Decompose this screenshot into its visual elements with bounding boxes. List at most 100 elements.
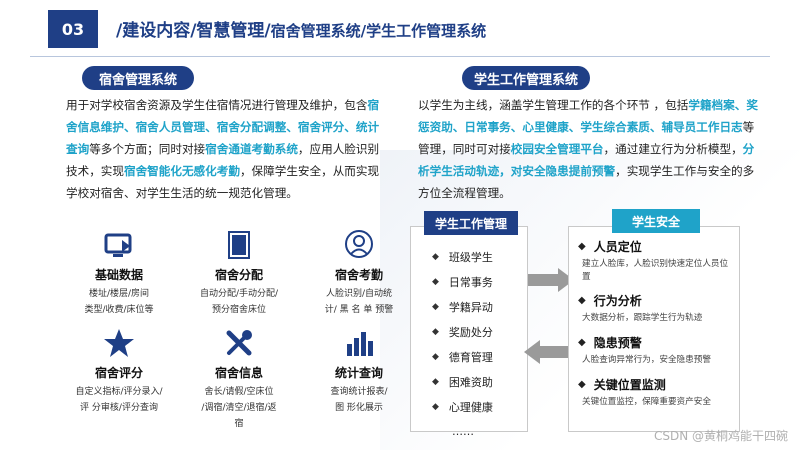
diamond-bullet-icon: ◆	[578, 337, 586, 348]
safety-section-title-row: ◆ 关键位置监测	[578, 376, 736, 393]
feature-card: 宿舍信息舍长/请假/空床位/调宿/清空/退宿/返宿	[180, 324, 298, 432]
highlighted-text: 分析学生活动轨迹，对安全隐患提前预警	[418, 142, 755, 178]
feature-title: 统计查询	[334, 366, 383, 380]
feature-card: 宿舍分配自动分配/手动分配/预分宿舍床位	[180, 226, 298, 318]
arrow-right-icon	[528, 268, 574, 292]
list-more-ellipsis: ……	[452, 425, 474, 438]
dorm-system-description: 用于对学校宿舍资源及学生住宿情况进行管理及维护，包含宿舍信息维护、宿舍人员管理、…	[66, 94, 386, 204]
feature-description: 查询统计报表/图 形化展示	[300, 384, 418, 416]
feature-description: 舍长/请假/空床位/调宿/清空/退宿/返宿	[180, 384, 298, 432]
safety-section: ◆ 隐患预警人脸查询异常行为，安全隐患预警	[578, 334, 736, 367]
feature-description: 楼址/楼层/房间类型/收费/床位等	[60, 286, 178, 318]
feature-description: 自动分配/手动分配/预分宿舍床位	[180, 286, 298, 318]
title-sub: 宿舍管理系统/学生工作管理系统	[270, 22, 487, 40]
feature-card: 宿舍评分自定义指标/评分录入/评 分审核/评分查询	[60, 324, 178, 416]
feature-description: 自定义指标/评分录入/评 分审核/评分查询	[60, 384, 178, 416]
feature-description-line: 预分宿舍床位	[211, 305, 266, 315]
diamond-bullet-icon: ◆	[432, 276, 439, 287]
section-number-badge: 03	[48, 10, 98, 48]
watermark: CSDN @黄桐鸡能干四碗	[653, 429, 788, 443]
diamond-bullet-icon: ◆	[578, 379, 586, 390]
feature-description-line: 人脸识别/自动统	[325, 289, 393, 299]
list-item-label: 日常事务	[448, 275, 493, 289]
safety-section-title-row: ◆人员定位	[578, 238, 736, 255]
arrow-left-icon	[524, 340, 570, 364]
highlighted-text: 宿舍智能化无感化考勤	[123, 164, 240, 178]
feature-title: 宿舍信息	[214, 366, 263, 380]
list-item: ◆ 奖励处分	[432, 319, 532, 344]
feature-description: 人脸识别/自动统计/ 黑 名 单 预警	[300, 286, 418, 318]
dorm-system-pill: 宿舍管理系统	[82, 66, 194, 90]
bar-chart-icon	[300, 324, 418, 358]
list-item: ◆ 心理健康	[432, 394, 532, 419]
student-work-list: ◆班级学生 ◆ 日常事务 ◆ 学籍异动 ◆ 奖励处分 ◆ 德育管理 ◆困难资助 ◆ 心理健康 ……	[432, 244, 532, 444]
safety-section-title: 人员定位	[593, 240, 642, 254]
feature-description-line: 宿	[234, 419, 244, 429]
diamond-bullet-icon: ◆	[432, 301, 439, 312]
safety-section: ◆人员定位建立人脸库，人脸识别快速定位人员位置	[578, 238, 736, 284]
feature-description-line: 自动分配/手动分配/	[199, 289, 279, 299]
safety-section: ◆ 关键位置监测关键位置监控，保障重要资产安全	[578, 376, 736, 409]
diamond-bullet-icon: ◆	[432, 351, 439, 362]
safety-section-title: 行为分析	[593, 294, 642, 308]
feature-card: 基础数据楼址/楼层/房间类型/收费/床位等	[60, 226, 178, 318]
list-item-label: 奖励处分	[448, 325, 493, 339]
safety-section-description: 建立人脸库，人脸识别快速定位人员位置	[582, 259, 729, 282]
header-divider	[30, 56, 770, 57]
diamond-bullet-icon: ◆	[578, 295, 586, 306]
feature-description-line: /调宿/清空/退宿/返	[201, 403, 277, 413]
feature-description-line: 自定义指标/评分录入/	[75, 387, 163, 397]
list-item-label: 心理健康	[448, 400, 493, 414]
paragraph-text: ，保障学生安全，从而实现学校对宿舍、对学生生活的统一规范化管理。	[66, 164, 380, 200]
paragraph-text: ，实现学生工作与安全的多方位全流程管理。	[418, 164, 755, 200]
paragraph-text: 以学生为主线，涵盖学生管理工作的各个环节 ，包括	[418, 98, 689, 112]
card-icon	[180, 226, 298, 260]
highlighted-text: 宿舍信息维护、宿舍人员管理、宿舍分配调整、宿舍评分、统计查询	[66, 98, 380, 156]
paragraph-text: 等多个方面；同时对接	[89, 142, 206, 156]
student-work-description: 以学生为主线，涵盖学生管理工作的各个环节 ，包括学籍档案、奖惩资助、日常事务、心…	[418, 94, 758, 204]
list-item-label: 德育管理	[448, 350, 493, 364]
safety-section-title: 关键位置监测	[593, 378, 666, 392]
safety-section-description: 人脸查询异常行为，安全隐患预警	[582, 355, 711, 365]
feature-description-line: 楼址/楼层/房间	[88, 289, 150, 299]
feature-description-line: 评 分审核/评分查询	[80, 403, 158, 413]
safety-section-title: 隐患预警	[593, 336, 642, 350]
star-icon	[60, 324, 178, 358]
paragraph-text: 用于对学校宿舍资源及学生住宿情况进行管理及维护，包含	[66, 98, 368, 112]
student-work-box-header: 学生工作管理	[424, 211, 518, 235]
diamond-bullet-icon: ◆	[432, 401, 439, 412]
face-icon	[300, 226, 418, 260]
safety-section-title-row: ◆ 行为分析	[578, 292, 736, 309]
list-item-label: 困难资助	[448, 375, 493, 389]
feature-title: 宿舍考勤	[334, 268, 383, 282]
list-item: ◆ 德育管理	[432, 344, 532, 369]
list-item: ◆ 日常事务	[432, 269, 532, 294]
highlighted-text: 校园安全管理平台	[510, 142, 604, 156]
paragraph-text: ，应用人脸识别技术，实现	[66, 142, 380, 178]
feature-card: 宿舍考勤人脸识别/自动统计/ 黑 名 单 预警	[300, 226, 418, 318]
paragraph-text: ，通过建立行为分析模型，	[603, 142, 743, 156]
safety-section-description: 大数据分析，跟踪学生行为轨迹	[582, 313, 703, 323]
feature-title: 宿舍评分	[94, 366, 143, 380]
list-item-label: 学籍异动	[448, 300, 493, 314]
monitor-icon	[60, 226, 178, 260]
highlighted-text: 学籍档案、奖惩资助、日常事务、心里健康、学生综合素质、辅导员工作日志	[418, 98, 758, 134]
feature-description-line: 计/ 黑 名 单 预警	[324, 305, 394, 315]
page-title: /建设内容/智慧管理/宿舍管理系统/学生工作管理系统	[116, 16, 486, 41]
paragraph-text: 等管理，同时可对接	[418, 120, 755, 156]
feature-title: 基础数据	[94, 268, 143, 282]
student-work-system-pill: 学生工作管理系统	[462, 66, 590, 90]
feature-description-line: 类型/收费/床位等	[84, 305, 154, 315]
list-item: ◆班级学生	[432, 244, 532, 269]
feature-card: 统计查询查询统计报表/图 形化展示	[300, 324, 418, 416]
safety-section-description: 关键位置监控，保障重要资产安全	[582, 397, 711, 407]
student-safety-box-header: 学生安全	[612, 209, 700, 233]
tools-icon	[180, 324, 298, 358]
safety-section-title-row: ◆ 隐患预警	[578, 334, 736, 351]
student-safety-box	[568, 226, 740, 432]
list-item: ◆困难资助	[432, 369, 532, 394]
feature-title: 宿舍分配	[214, 268, 263, 282]
diamond-bullet-icon: ◆	[432, 326, 439, 337]
safety-section: ◆ 行为分析大数据分析，跟踪学生行为轨迹	[578, 292, 736, 325]
feature-description-line: 图 形化展示	[335, 403, 383, 413]
